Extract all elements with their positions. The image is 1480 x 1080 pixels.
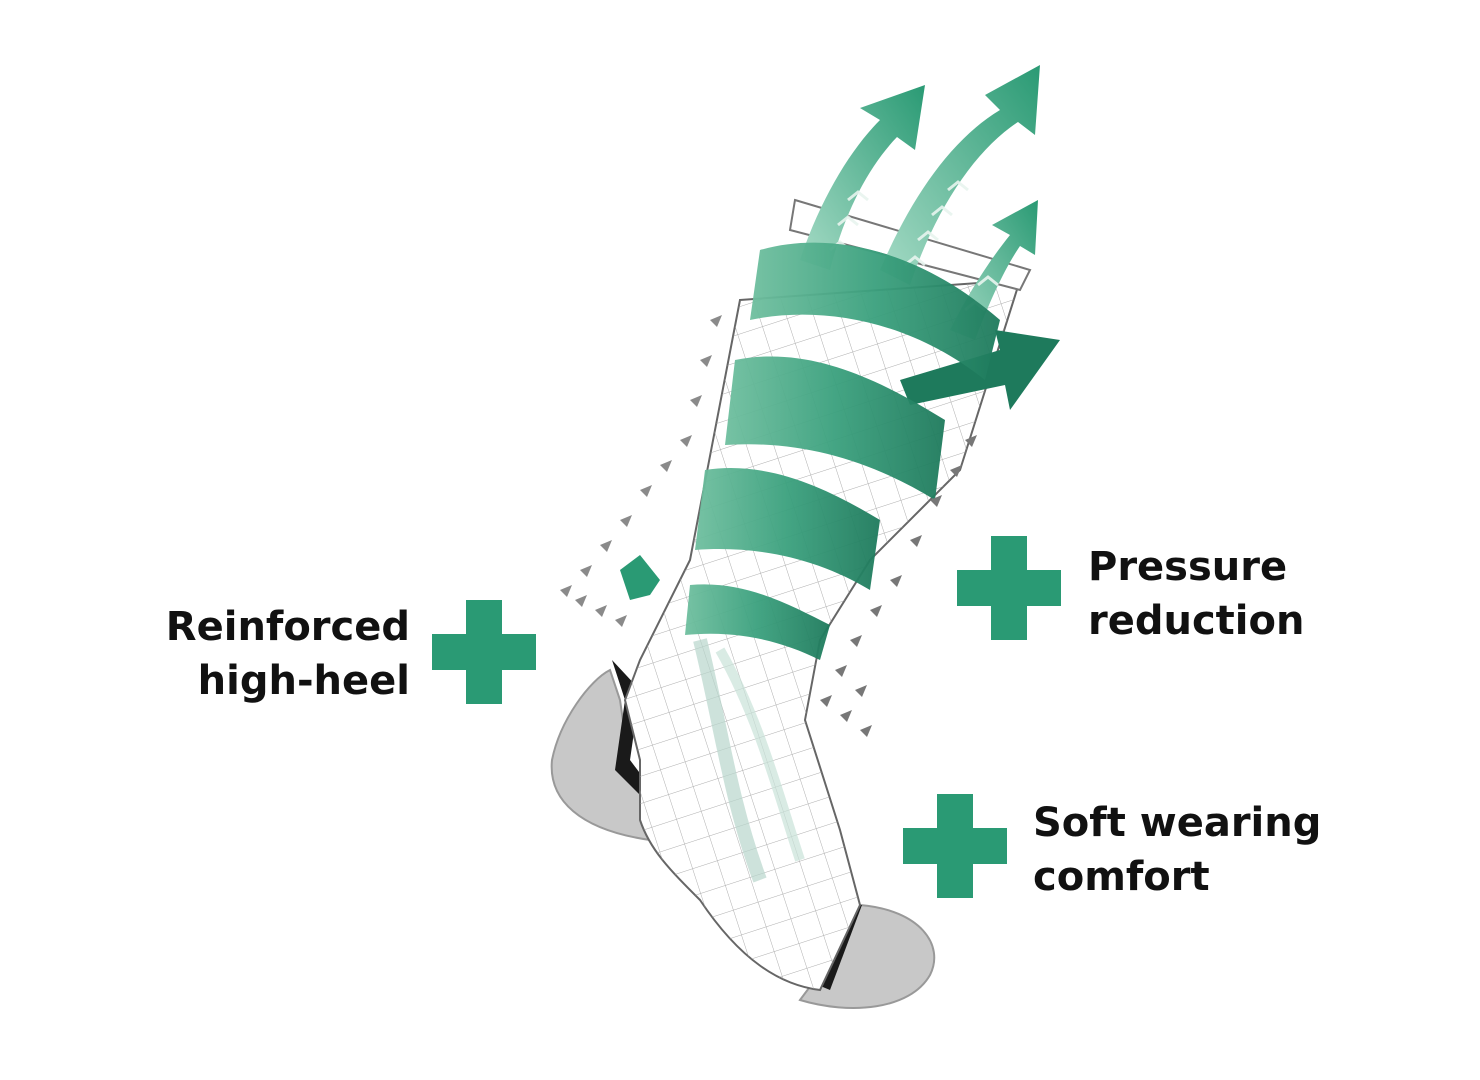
feature-pressure-reduction: Pressure reduction bbox=[1088, 540, 1304, 648]
feature-label-line: Pressure bbox=[1088, 544, 1288, 590]
feature-label-line: high-heel bbox=[197, 658, 410, 704]
feature-label: Soft wearing comfort bbox=[1033, 796, 1321, 904]
toe-reinforcement bbox=[798, 903, 936, 1009]
plus-icon bbox=[903, 794, 1007, 898]
feature-soft-comfort: Soft wearing comfort bbox=[1033, 796, 1321, 904]
compression-bands bbox=[685, 242, 1000, 660]
plus-icon bbox=[432, 600, 536, 704]
plus-icon bbox=[957, 536, 1061, 640]
heel-reinforcement bbox=[550, 668, 657, 842]
feature-label: Pressure reduction bbox=[1088, 540, 1304, 648]
feature-label: Reinforced high-heel bbox=[160, 600, 410, 708]
feature-label-line: Reinforced bbox=[165, 604, 410, 650]
feature-label-line: Soft wearing bbox=[1033, 800, 1322, 846]
feature-label-line: comfort bbox=[1033, 854, 1210, 900]
pressure-indicators-left bbox=[560, 315, 722, 627]
feature-label-line: reduction bbox=[1088, 598, 1305, 644]
feature-reinforced-heel: Reinforced high-heel bbox=[160, 600, 410, 708]
pressure-indicators-right bbox=[820, 435, 977, 737]
